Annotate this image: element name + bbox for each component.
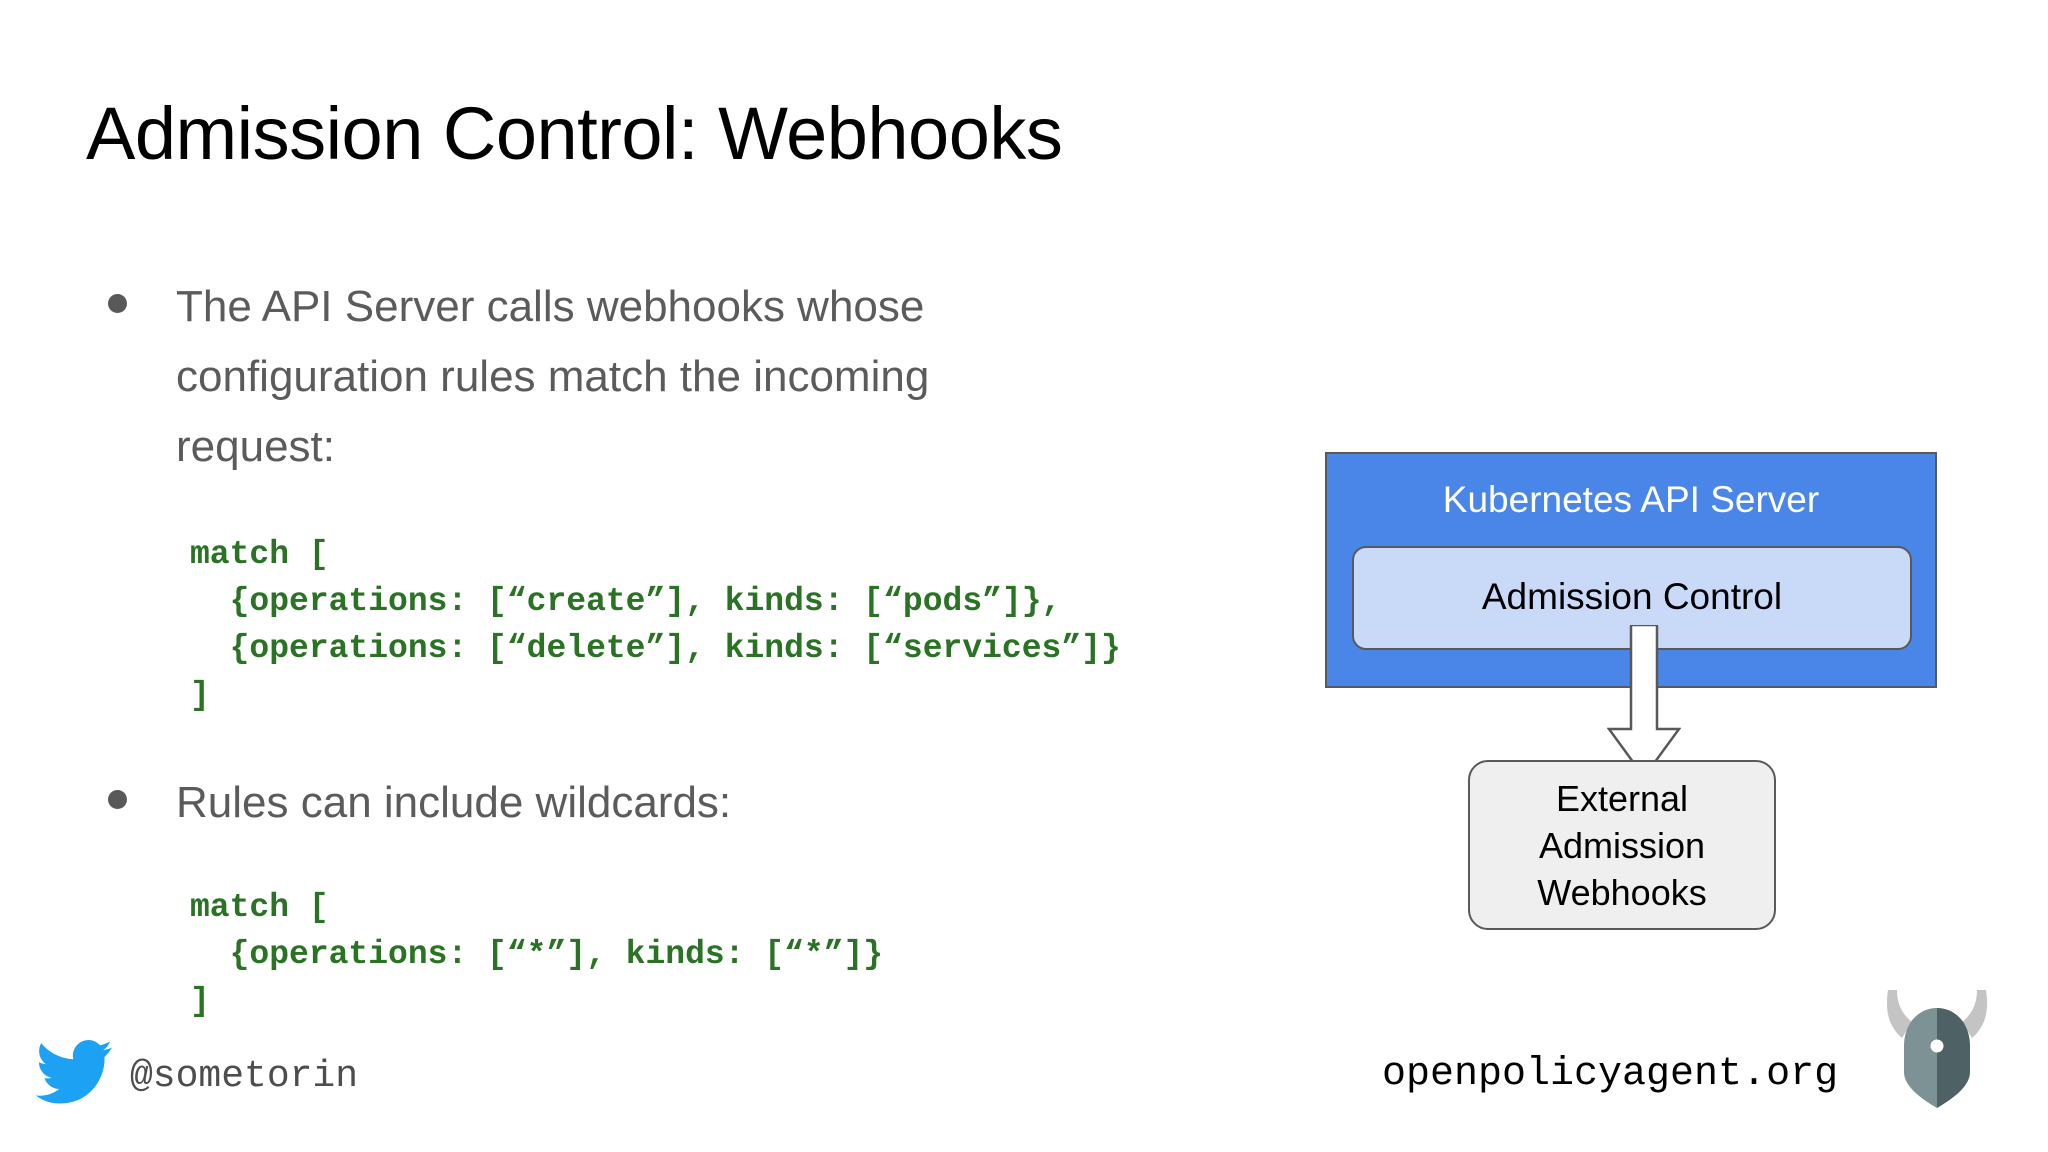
bullet-item-1: The API Server calls webhooks whose conf… xyxy=(108,272,1088,482)
code-block-match-rules: match [ {operations: [“create”], kinds: … xyxy=(190,536,1121,714)
bullet-dot-icon xyxy=(108,790,127,809)
diagram-node-external-webhooks: External Admission Webhooks xyxy=(1468,760,1776,930)
twitter-handle-text: @sometorin xyxy=(130,1055,359,1098)
bullet-item-2-text: Rules can include wildcards: xyxy=(176,778,732,827)
arrow-down-icon xyxy=(1607,625,1681,779)
site-url-text: openpolicyagent.org xyxy=(1382,1052,1839,1097)
open-policy-agent-logo-icon xyxy=(1886,990,1988,1108)
diagram-node-admission-control-label: Admission Control xyxy=(1481,576,1783,617)
page-title: Admission Control: Webhooks xyxy=(86,92,1063,175)
diagram-node-external-webhooks-line-2: Admission xyxy=(1538,824,1706,866)
diagram-node-external-webhooks-line-1: External xyxy=(1555,777,1689,819)
diagram-node-external-webhooks-line-3: Webhooks xyxy=(1537,871,1707,913)
bullet-dot-icon xyxy=(108,294,127,313)
diagram-node-api-server-label: Kubernetes API Server xyxy=(1442,479,1820,520)
bullet-item-1-text: The API Server calls webhooks whose conf… xyxy=(176,282,930,471)
code-block-wildcard-rules: match [ {operations: [“*”], kinds: [“*”]… xyxy=(190,889,884,1020)
twitter-icon xyxy=(36,1040,112,1104)
bullet-item-2: Rules can include wildcards: xyxy=(108,768,1088,838)
